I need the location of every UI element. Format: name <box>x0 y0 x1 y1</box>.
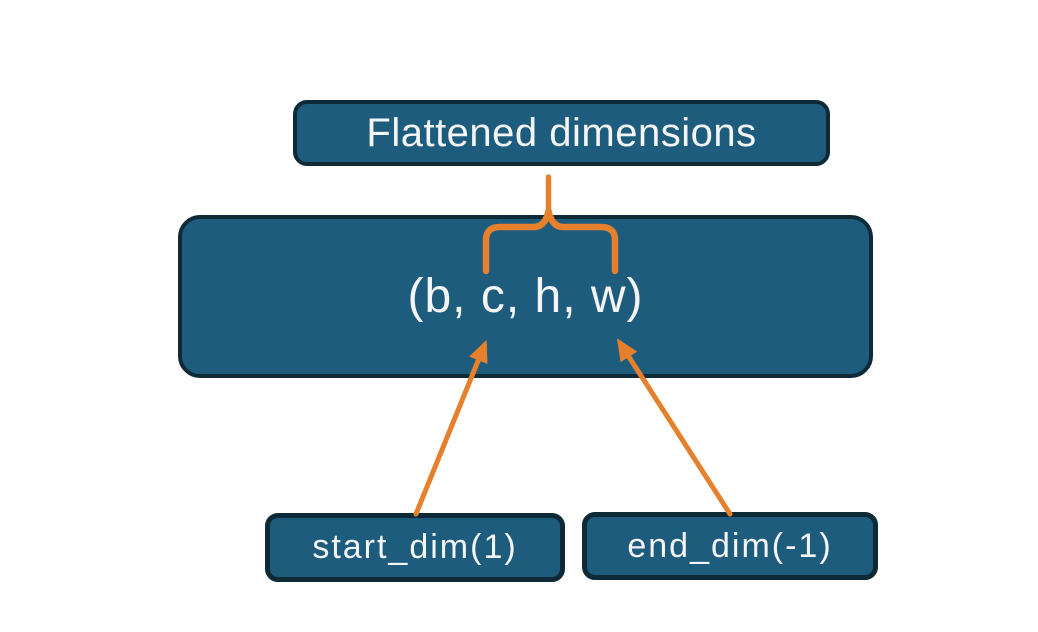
node-end-dim: end_dim(-1) <box>582 512 878 580</box>
node-tensor-shape: (b, c, h, w) <box>178 215 873 378</box>
node-tensor-shape-label: (b, c, h, w) <box>407 270 644 323</box>
node-start-dim: start_dim(1) <box>265 513 565 582</box>
node-flattened-dimensions: Flattened dimensions <box>293 100 830 166</box>
node-end-dim-label: end_dim(-1) <box>627 526 833 565</box>
node-flattened-dimensions-label: Flattened dimensions <box>366 110 757 155</box>
node-start-dim-label: start_dim(1) <box>312 528 518 566</box>
